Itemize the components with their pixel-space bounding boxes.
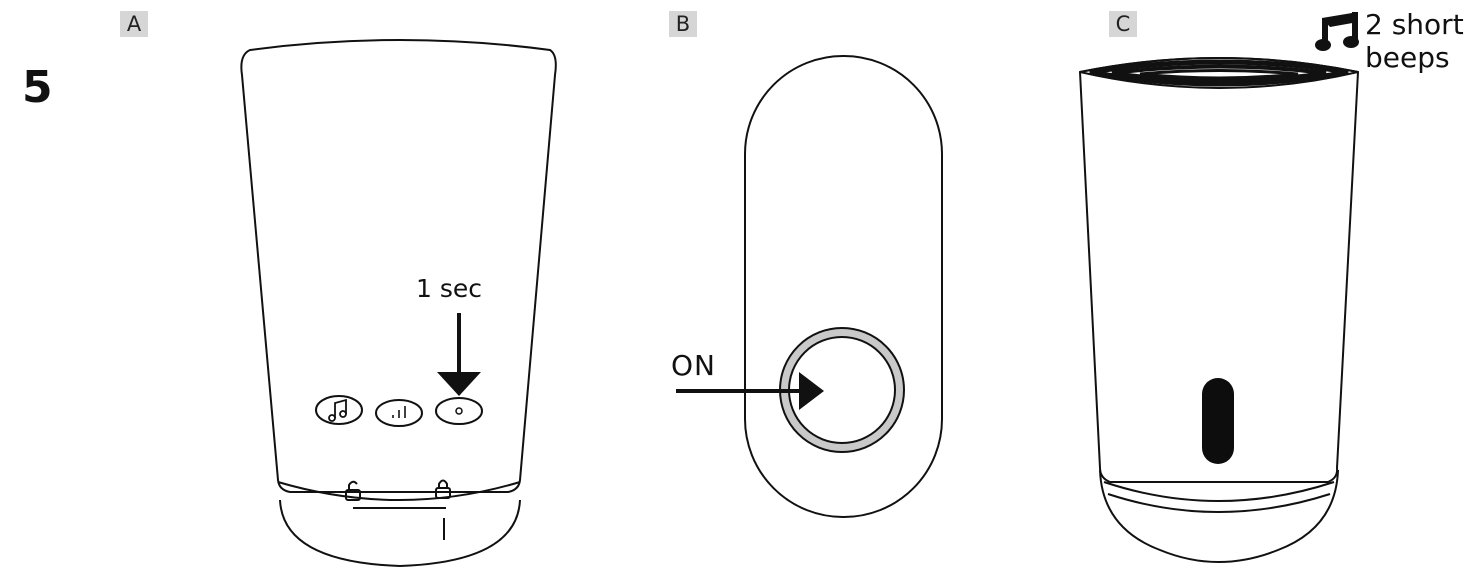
lock-open-icon (345, 480, 361, 501)
music-note-icon (328, 398, 347, 422)
panel-label-a: A (120, 11, 148, 37)
press-duration-label: 1 sec (416, 274, 483, 303)
led-indicator (1202, 378, 1234, 464)
volume-button[interactable] (375, 399, 423, 427)
melody-button[interactable] (315, 395, 363, 425)
arrow-down-icon (437, 313, 481, 396)
receiver-c-base (1099, 469, 1339, 563)
receiver-base-bottom (279, 499, 521, 568)
pair-dot-icon (455, 407, 463, 415)
volume-bars-icon (392, 406, 406, 418)
receiver-back-c (1078, 57, 1360, 563)
pair-button[interactable] (435, 397, 483, 425)
receiver-base-line (277, 481, 521, 501)
on-label: ON (671, 349, 716, 382)
receiver-front-a (240, 39, 557, 568)
push-button-housing (744, 55, 943, 518)
beeps-label-line1: 2 short (1365, 8, 1464, 41)
double-music-note-icon (1315, 12, 1359, 51)
step-number: 5 (22, 62, 53, 113)
push-button-unit-b (744, 55, 943, 518)
speaker-grille (1079, 57, 1359, 89)
receiver-body-outline (240, 39, 557, 493)
panel-label-c: C (1109, 11, 1137, 37)
panel-label-b: B (669, 11, 697, 37)
beeps-label-line2: beeps (1365, 41, 1450, 74)
lock-closed-icon (435, 479, 451, 499)
arrow-right-icon (676, 372, 824, 410)
beeps-label: 2 short beeps (1365, 8, 1464, 74)
